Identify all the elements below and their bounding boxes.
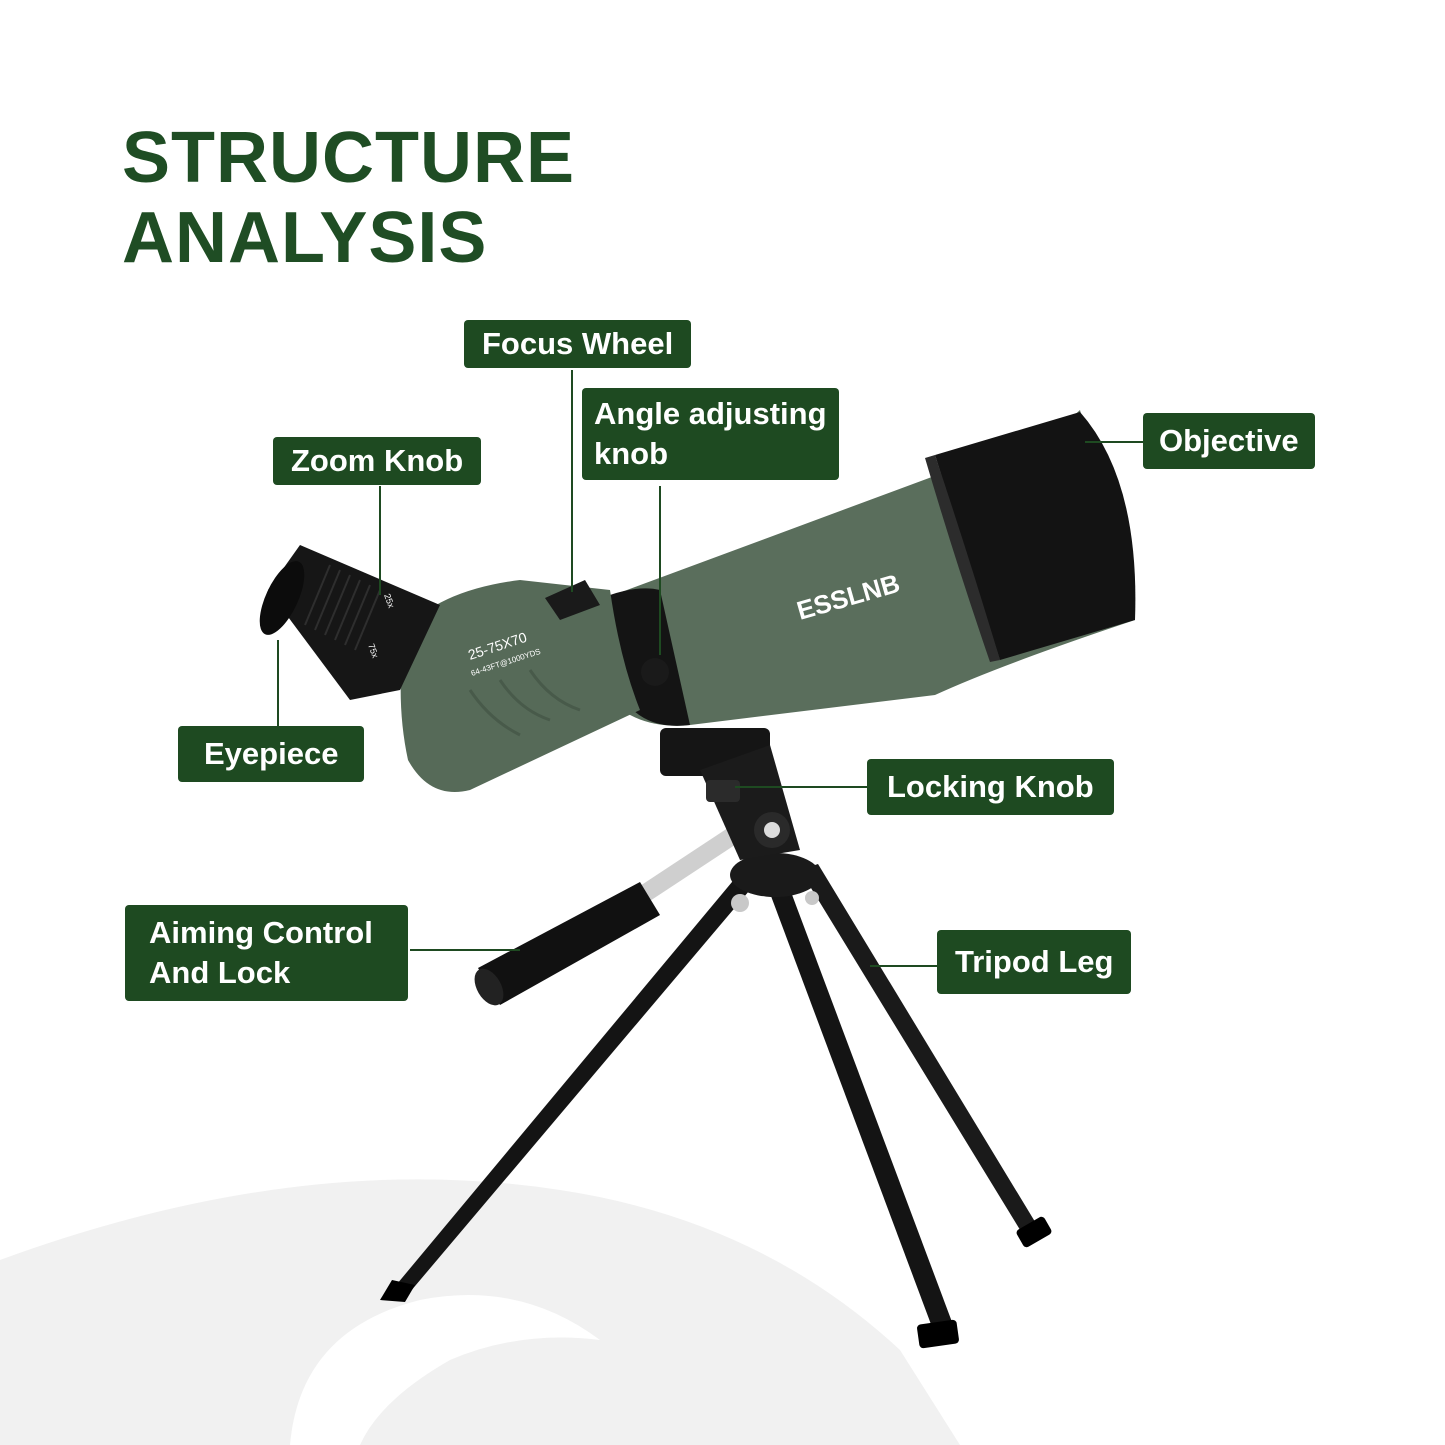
label-tripod-leg: Tripod Leg xyxy=(937,930,1132,994)
background-arc-decoration xyxy=(0,1179,960,1445)
tripod xyxy=(380,853,1052,1349)
label-angle-line-2: knob xyxy=(594,436,669,471)
label-eyepiece: Eyepiece xyxy=(178,726,365,782)
label-angle-adjusting-knob: Angle adjusting knob xyxy=(582,388,839,480)
zoom-min-text: 25x xyxy=(382,592,397,610)
zoom-max-text: 75x xyxy=(366,642,381,660)
label-focus-wheel: Focus Wheel xyxy=(464,320,692,368)
label-zoom-knob-text: Zoom Knob xyxy=(291,443,464,478)
label-aiming-control: Aiming Control And Lock xyxy=(125,905,408,1001)
scope-body: ESSLNB 25-75X70 64-43FT@1000YDS 75x 25x xyxy=(259,410,1136,792)
label-aiming-line-2: And Lock xyxy=(149,955,291,990)
page-title: STRUCTURE ANALYSIS xyxy=(122,118,575,278)
leader-lines xyxy=(277,370,1145,967)
label-objective: Objective xyxy=(1143,413,1315,469)
aiming-handle xyxy=(474,820,750,1006)
label-tripod-leg-text: Tripod Leg xyxy=(955,944,1114,979)
label-locking-knob: Locking Knob xyxy=(867,759,1114,815)
label-eyepiece-text: Eyepiece xyxy=(204,736,339,771)
label-locking-knob-text: Locking Knob xyxy=(887,769,1094,804)
label-zoom-knob: Zoom Knob xyxy=(273,437,482,485)
tripod-head xyxy=(660,728,800,860)
label-aiming-line-1: Aiming Control xyxy=(149,915,373,950)
title-line-1: STRUCTURE xyxy=(122,118,575,198)
label-objective-text: Objective xyxy=(1159,423,1299,458)
label-focus-wheel-text: Focus Wheel xyxy=(482,326,674,361)
title-line-2: ANALYSIS xyxy=(122,198,488,278)
label-angle-line-1: Angle adjusting xyxy=(594,396,827,431)
